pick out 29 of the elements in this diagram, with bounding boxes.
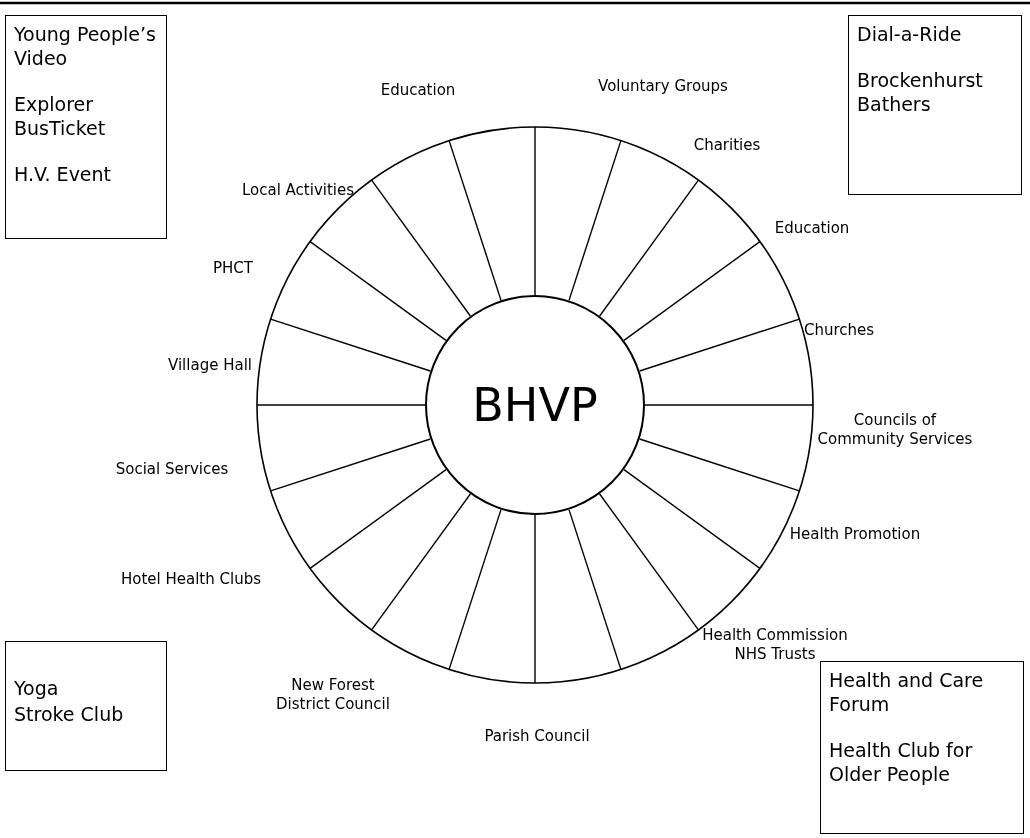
- box-text: Yoga: [14, 676, 60, 700]
- segment-label: PHCT: [213, 258, 253, 278]
- box-text: Stroke Club: [14, 702, 125, 726]
- box-text: Dial-a-Ride: [857, 22, 963, 46]
- center-label: BHVP: [472, 378, 598, 432]
- segment-label: Social Services: [115, 459, 229, 479]
- segment-label: Voluntary Groups: [598, 76, 728, 96]
- box-text: Young People’s Video: [14, 22, 157, 70]
- text-box: [5, 641, 167, 771]
- segment-label: Parish Council: [484, 726, 590, 746]
- segment-label: Hotel Health Clubs: [121, 569, 261, 589]
- segment-label: New Forest District Council: [275, 676, 391, 714]
- text-box: [820, 661, 1024, 834]
- segment-label: Charities: [693, 135, 761, 155]
- segment-label: Village Hall: [168, 355, 252, 375]
- segment-label: Local Activities: [241, 180, 355, 200]
- box-text: Explorer BusTicket: [14, 92, 107, 140]
- text-box: [5, 15, 167, 239]
- segment-label: Health Promotion: [789, 524, 921, 544]
- box-text: Health Club for Older People: [829, 738, 974, 786]
- segment-label: Churches: [803, 320, 875, 340]
- box-text: H.V. Event: [14, 162, 113, 186]
- box-text: Brockenhurst Bathers: [857, 68, 984, 116]
- segment-label: Education: [380, 80, 456, 100]
- segment-label: Councils of Community Services: [816, 411, 974, 449]
- segment-label: Health Commission NHS Trusts: [701, 626, 849, 664]
- text-box: [848, 15, 1022, 195]
- box-text: Health and Care Forum: [829, 668, 985, 716]
- segment-label: Education: [774, 218, 850, 238]
